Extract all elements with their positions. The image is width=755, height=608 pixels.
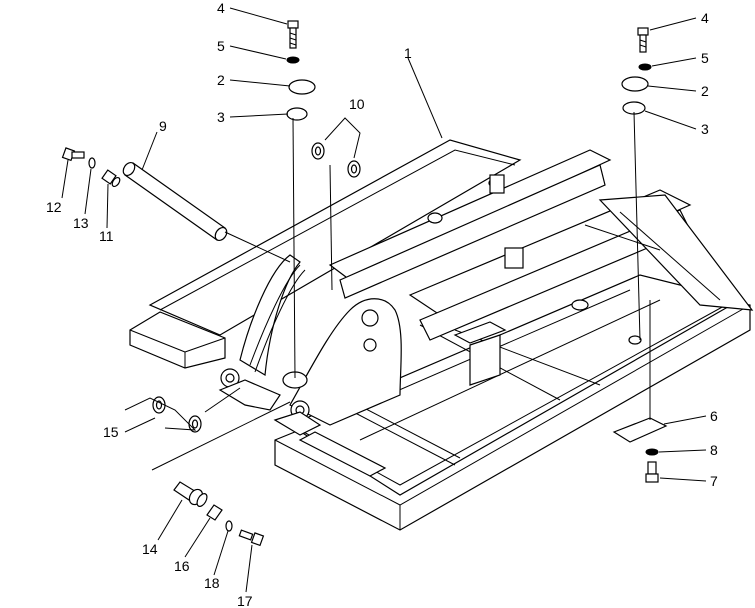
- bolt-7-icon: [645, 461, 659, 483]
- washer-pair-icon: [311, 117, 361, 178]
- callout-2-right: 2: [701, 83, 709, 99]
- callout-5-left: 5: [217, 38, 225, 54]
- bolt-left-icon: [287, 20, 299, 49]
- small-pin-icon: [101, 169, 121, 188]
- bolt-right-icon: [637, 27, 649, 53]
- callout-9: 9: [159, 118, 167, 134]
- callout-15: 15: [103, 424, 119, 440]
- washer-18-icon: [225, 520, 233, 532]
- main-frame: [129, 139, 754, 531]
- loose-parts: [61, 20, 668, 547]
- shim-left-icon: [286, 107, 308, 121]
- callout-11: 11: [99, 228, 114, 244]
- callout-3-right: 3: [701, 121, 709, 137]
- callout-10: 10: [349, 96, 365, 112]
- callout-6: 6: [710, 408, 718, 424]
- callout-4-right: 4: [701, 10, 709, 26]
- cover-plate-icon: [612, 417, 668, 443]
- callout-1: 1: [404, 45, 412, 61]
- callout-7: 7: [710, 473, 718, 489]
- callout-16: 16: [174, 558, 190, 574]
- bolt-12-icon: [61, 147, 85, 162]
- callout-8: 8: [710, 442, 718, 458]
- washer-left-icon: [286, 56, 300, 64]
- callout-13: 13: [73, 215, 89, 231]
- callout-17: 17: [237, 593, 253, 608]
- callout-12: 12: [46, 199, 62, 215]
- washer-pair-15-icon: [152, 396, 202, 433]
- callout-3-left: 3: [217, 109, 225, 125]
- plate-right-icon: [621, 76, 649, 92]
- washer-right-icon: [638, 63, 652, 71]
- callout-2-left: 2: [217, 72, 225, 88]
- leader-lines: [61, 7, 707, 593]
- bolt-17-icon: [238, 529, 265, 547]
- pin-icon: [122, 161, 228, 242]
- callout-labels: 1 2 2 3 3 4 4 5 5 6 7 8 9 10 11 12 13 14…: [46, 0, 718, 608]
- callout-14: 14: [142, 541, 158, 557]
- callout-5-right: 5: [701, 50, 709, 66]
- spacer-icon: [206, 504, 223, 521]
- washer-13-icon: [88, 157, 96, 169]
- callout-4-left: 4: [217, 0, 225, 16]
- callout-18: 18: [204, 575, 220, 591]
- washer-8-icon: [645, 448, 659, 456]
- pin-14-icon: [173, 481, 208, 507]
- plate-left-icon: [288, 79, 316, 95]
